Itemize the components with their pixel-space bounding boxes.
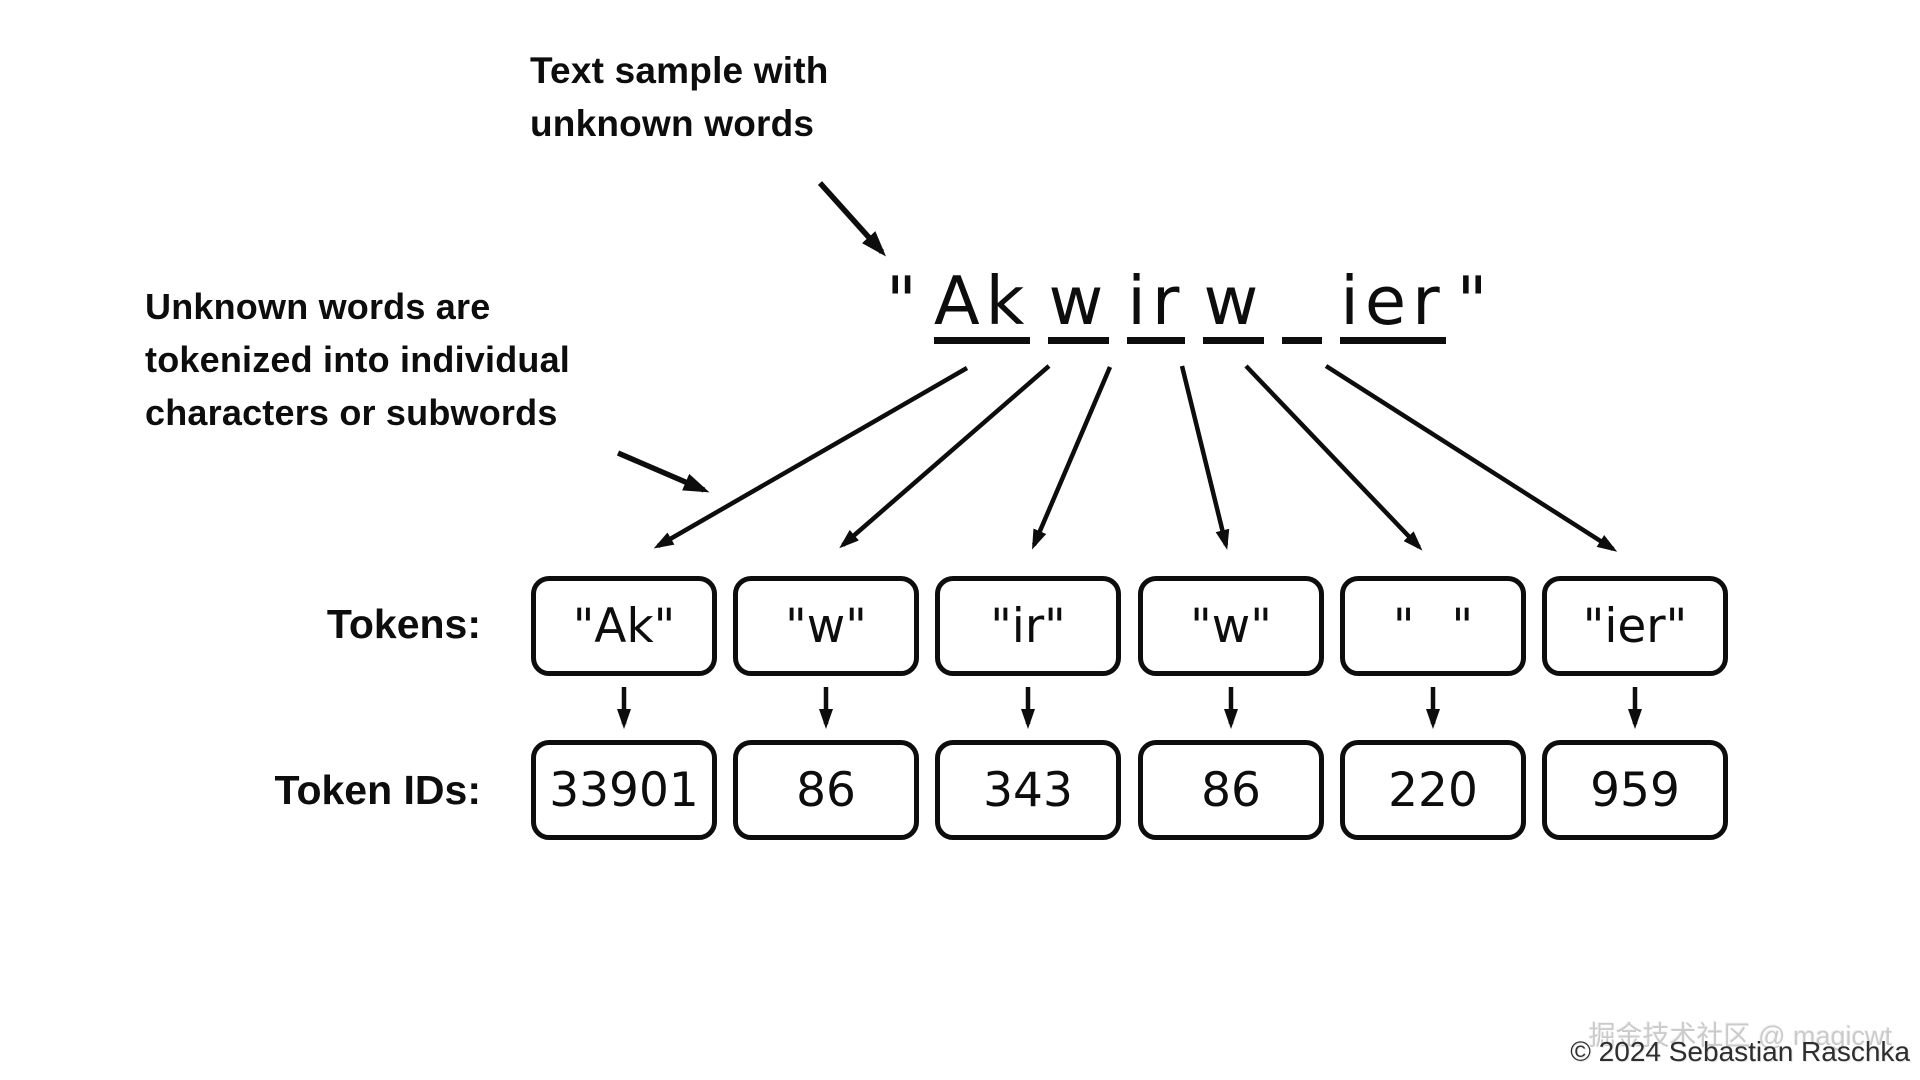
sample-segment-w1: w xyxy=(1048,268,1110,344)
token-id-value: 220 xyxy=(1388,762,1478,818)
token-id-box: 343 xyxy=(935,740,1121,840)
fan-arrow-w2-icon xyxy=(1179,365,1230,550)
token-id-value: 343 xyxy=(983,762,1073,818)
fan-arrow-w1-icon xyxy=(839,364,1051,549)
token-label: "w" xyxy=(785,598,867,654)
token-label: "ier" xyxy=(1582,598,1688,654)
sample-segment-ak: Ak xyxy=(933,268,1031,344)
left-annotation-arrow-icon xyxy=(616,450,710,493)
top-annotation-line: Text sample with xyxy=(530,50,829,91)
token-id-box: 220 xyxy=(1340,740,1526,840)
close-quote: " xyxy=(1456,262,1494,340)
token-id-box: 86 xyxy=(1138,740,1324,840)
open-quote: " xyxy=(886,262,923,340)
left-annotation-line: tokenized into individual xyxy=(145,339,571,380)
fan-arrow-ak-icon xyxy=(653,366,969,549)
token-id-box: 959 xyxy=(1542,740,1728,840)
sample-segment-ir: ir xyxy=(1127,268,1186,344)
token-box: "w" xyxy=(1138,576,1324,676)
token-id-value: 959 xyxy=(1590,762,1680,818)
tokens-row-label: Tokens: xyxy=(326,601,481,647)
token-box: "ier" xyxy=(1542,576,1728,676)
token-id-value: 86 xyxy=(1201,762,1261,818)
token-id-box: 86 xyxy=(733,740,919,840)
left-annotation: Unknown words are tokenized into individ… xyxy=(145,280,570,439)
token-id-box: 33901 xyxy=(531,740,717,840)
token-label: "ir" xyxy=(990,598,1066,654)
sample-segment-w2: w xyxy=(1203,268,1265,344)
token-box: "ir" xyxy=(935,576,1121,676)
left-annotation-line: characters or subwords xyxy=(145,392,558,433)
token-label: " " xyxy=(1392,598,1474,654)
sample-segment-space xyxy=(1282,268,1323,344)
watermark-community: 掘金技术社区 @ magicwt xyxy=(1588,1021,1892,1051)
fan-arrow-space-icon xyxy=(1244,364,1423,551)
top-annotation: Text sample with unknown words xyxy=(530,44,829,150)
fan-arrow-ir-icon xyxy=(1031,366,1113,550)
token-label: "Ak" xyxy=(572,598,676,654)
left-annotation-line: Unknown words are xyxy=(145,286,491,327)
top-annotation-line: unknown words xyxy=(530,103,815,144)
token-id-value: 86 xyxy=(796,762,856,818)
sample-segment-ier: ier xyxy=(1340,268,1446,344)
top-annotation-arrow-icon xyxy=(817,181,887,257)
token-box: "w" xyxy=(733,576,919,676)
token-box: " " xyxy=(1340,576,1526,676)
token-box: "Ak" xyxy=(531,576,717,676)
token-id-value: 33901 xyxy=(549,762,699,818)
token-ids-row-label: Token IDs: xyxy=(274,767,481,813)
fan-arrow-ier-icon xyxy=(1324,364,1618,552)
watermark-copyright: © 2024 Sebastian Raschka xyxy=(1570,1036,1910,1067)
token-label: "w" xyxy=(1190,598,1272,654)
